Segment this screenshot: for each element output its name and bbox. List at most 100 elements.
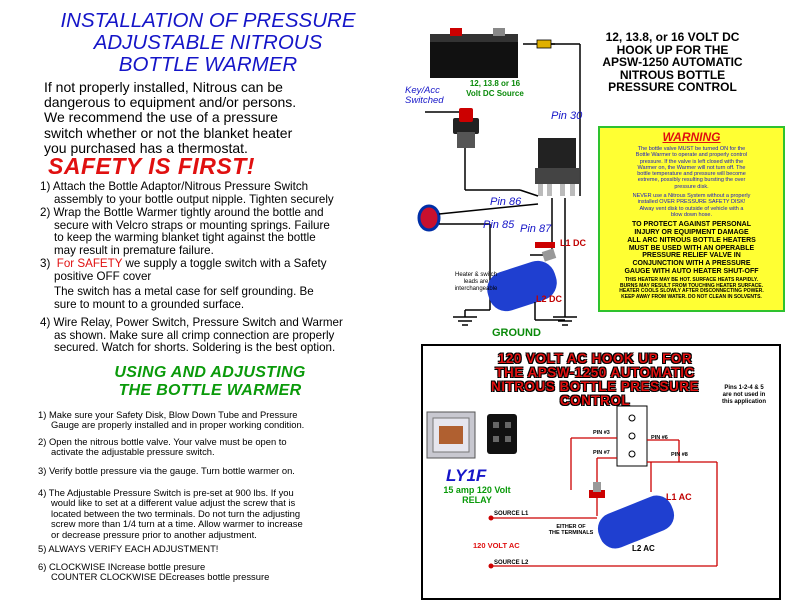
- ac-wiring-diagram: [426, 405, 718, 569]
- step-text: assembly to your bottle output nipple. T…: [54, 192, 334, 206]
- warning-line: pressure disk.: [674, 183, 709, 190]
- title-line: CONTROL: [559, 393, 631, 408]
- step-3: 3) For SAFETY we supply a toggle switch …: [40, 257, 390, 311]
- l2-ac-label: L2 AC: [632, 544, 655, 553]
- pin3-label: PIN #3: [593, 430, 610, 436]
- label-line: 12, 13.8 or 16: [469, 79, 521, 88]
- pin86-wire: [519, 189, 539, 197]
- warning-line: ALL ARC NITROUS BOTTLE HEATERS: [627, 236, 756, 244]
- l1-dc-label: L1 DC: [560, 238, 587, 248]
- step-text: 2) Open the nitrous bottle valve. Your v…: [38, 436, 287, 447]
- ac-hookup-panel: [421, 344, 781, 600]
- warning-box: WARNING The bottle valve MUST be turned …: [598, 126, 785, 312]
- note-line: interchangeable: [454, 286, 498, 292]
- step-text: 3) Verify bottle pressure via the gauge.…: [38, 465, 295, 476]
- using-heading-line: THE BOTTLE WARMER: [118, 382, 302, 399]
- step-text: positive OFF cover: [54, 269, 152, 283]
- title-line: INSTALLATION OF PRESSURE: [60, 9, 356, 32]
- step-2: 2) Wrap the Bottle Warmer tightly around…: [40, 206, 390, 257]
- step-text: may result in premature failure.: [54, 243, 214, 257]
- nitrous-bottle-icon: [487, 242, 557, 312]
- step-text: or decrease pressure prior to another ad…: [51, 528, 257, 540]
- title-line: NITROUS BOTTLE: [619, 67, 726, 82]
- using-heading: USING AND ADJUSTING THE BOTTLE WARMER: [60, 364, 360, 400]
- fuse-icon: [523, 39, 581, 130]
- dc-diagram-title: 12, 13.8, or 16 VOLT DC HOOK UP FOR THE …: [595, 31, 750, 94]
- l1-ac-label: L1 AC: [666, 492, 692, 502]
- warning-paragraph: TO PROTECT AGAINST PERSONAL INJURY OR EQ…: [604, 221, 779, 276]
- note-line: are not used in: [722, 392, 766, 398]
- warning-line: NEVER use a Nitrous System without a pro…: [632, 193, 751, 200]
- page-title: INSTALLATION OF PRESSURE ADJUSTABLE NITR…: [8, 10, 408, 76]
- label-line: Volt DC Source: [466, 89, 524, 98]
- intro-line: you purchased has a thermostat.: [44, 139, 248, 156]
- note-line: Pins 1-2-4 & 5: [724, 385, 764, 391]
- battery-icon: [430, 28, 518, 78]
- title-line: THE APSW-1250 AUTOMATIC: [495, 365, 695, 380]
- intro-line: We recommend the use of a pressure: [44, 109, 278, 126]
- warning-line: installed OVER PRESSURE SAFETY DISK!: [637, 199, 746, 206]
- pin86-label: Pin 86: [490, 196, 522, 208]
- title-line: PRESSURE CONTROL: [608, 80, 737, 94]
- step-text: 4) Wire Relay, Power Switch, Pressure Sw…: [40, 316, 343, 329]
- using-step-2: 2) Open the nitrous bottle valve. Your v…: [38, 436, 398, 458]
- step-text: screw more than 1/4 turn at a time. Allo…: [51, 518, 303, 530]
- warning-line: extreme, possibly resulting bursting the…: [637, 177, 746, 184]
- nitrous-bottle-icon: [589, 482, 675, 549]
- title-line: 120 VOLT AC HOOK UP FOR: [497, 351, 693, 366]
- title-line: NITROUS BOTTLE PRESSURE: [490, 379, 699, 394]
- step-1: 1) Attach the Bottle Adaptor/Nitrous Pre…: [40, 180, 390, 206]
- warning-line: blow down hose.: [671, 211, 712, 218]
- dc-source-label: 12, 13.8 or 16 Volt DC Source: [460, 79, 530, 99]
- warning-paragraph: THIS HEATER MAY BE HOT. SURFACE HEATS RA…: [604, 276, 779, 301]
- safety-heading: SAFETY IS FIRST!: [48, 153, 255, 179]
- ac-diagram-title: 120 VOLT AC HOOK UP FOR THE APSW-1250 AU…: [435, 352, 755, 408]
- pins-note: Pins 1-2-4 & 5 are not used in this appl…: [711, 385, 777, 406]
- key-acc-label: Key/Acc Switched: [405, 86, 444, 106]
- note-line: Heater & switch: [454, 272, 497, 278]
- relay-icon: [426, 411, 476, 459]
- step-number: 3): [40, 257, 51, 270]
- warning-line: bottle temperature and pressure will bec…: [637, 171, 746, 178]
- using-step-1: 1) Make sure your Safety Disk, Blow Down…: [38, 409, 398, 431]
- warning-line: THIS HEATER MAY BE HOT. SURFACE HEATS RA…: [625, 276, 758, 283]
- warning-line: HEATER COOLS SLOWLY AFTER DISCONNECTING …: [619, 288, 764, 295]
- intro-line: switch whether or not the blanket heater: [44, 124, 293, 141]
- warning-line: INJURY OR EQUIPMENT DAMAGE: [634, 229, 749, 237]
- pin85-label: Pin 85: [483, 219, 515, 231]
- warning-paragraph: The bottle valve MUST be turned ON for t…: [604, 146, 779, 190]
- pin7-label: PIN #7: [593, 450, 610, 456]
- intro-paragraph: If not properly installed, Nitrous can b…: [44, 79, 374, 156]
- warning-line: GAUGE WITH AUTO HEATER SHUT-OFF: [624, 268, 759, 276]
- title-line: BOTTLE WARMER: [118, 53, 298, 76]
- note-line: this application: [721, 399, 766, 405]
- using-step-3: 3) Verify bottle pressure via the gauge.…: [38, 465, 398, 476]
- warning-title: WARNING: [662, 130, 721, 144]
- using-step-4: 4) The Adjustable Pressure Switch is pre…: [38, 487, 398, 540]
- warning-line: CONJUNCTION WITH A PRESSURE: [632, 260, 751, 268]
- relay-socket-icon: [487, 414, 517, 454]
- relay-rating-line: RELAY: [462, 495, 492, 505]
- warning-line: Alway vent disk to outside of vehicle wi…: [639, 205, 744, 212]
- pin8-label: PIN #8: [671, 452, 688, 458]
- warning-paragraph: NEVER use a Nitrous System without a pro…: [604, 193, 779, 218]
- step-text: 5) ALWAYS VERIFY EACH ADJUSTMENT!: [38, 543, 219, 554]
- step-text: activate the adjustable pressure switch.: [51, 446, 215, 458]
- step-text: 2) Wrap the Bottle Warmer tightly around…: [40, 206, 324, 219]
- ground-icon: [453, 310, 477, 326]
- note-line: EITHER OF: [556, 524, 586, 530]
- safety-emphasis: For SAFETY: [56, 257, 123, 270]
- relay-rating-line: 15 amp 120 Volt: [443, 485, 511, 495]
- title-line: ADJUSTABLE NITROUS: [93, 31, 323, 54]
- using-step-6: 6) CLOCKWISE INcrease bottle presure COU…: [38, 561, 398, 583]
- intro-line: If not properly installed, Nitrous can b…: [44, 79, 283, 95]
- step-text: Gauge are properly installed and in prop…: [51, 419, 305, 431]
- pin30-label: Pin 30: [551, 110, 583, 122]
- dc-wiring-diagram: [417, 28, 581, 326]
- title-line: APSW-1250 AUTOMATIC: [602, 55, 743, 69]
- toggle-switch-icon: [453, 108, 479, 148]
- step-text: as shown. Make sure all crimp connection…: [54, 328, 335, 342]
- warning-line: MUST BE USED WITH AN OPERABLE: [628, 244, 755, 252]
- heater-note: Heater & switch leads are interchangeabl…: [446, 272, 506, 293]
- step-text: 6) CLOCKWISE INcrease bottle presure: [38, 561, 206, 572]
